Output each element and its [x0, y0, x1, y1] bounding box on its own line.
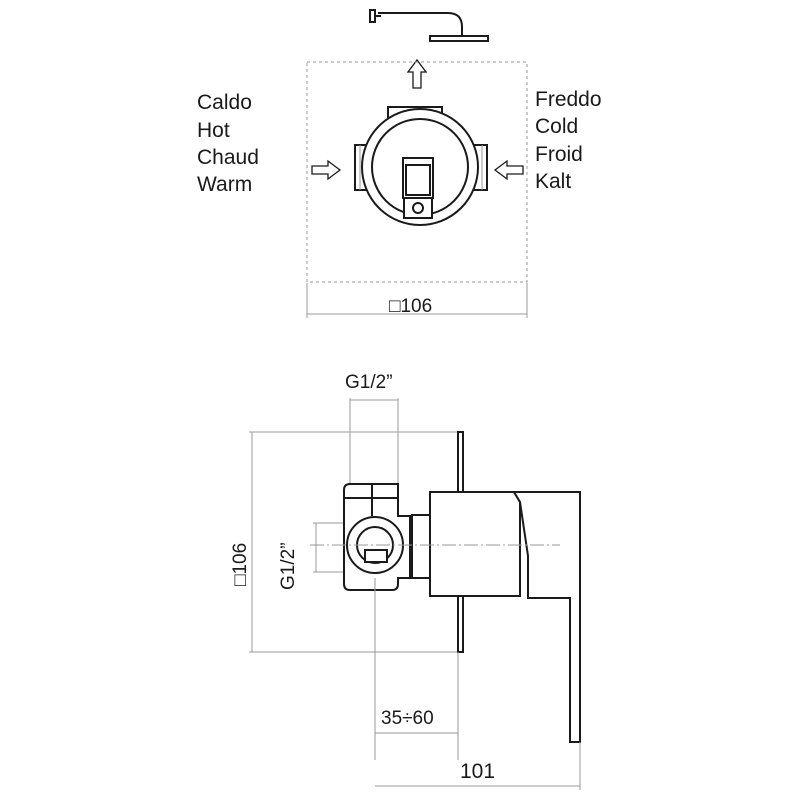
hot-inlet-labels: Caldo Hot Chaud Warm: [197, 91, 259, 196]
wall-depth-dimension: 35÷60: [374, 578, 459, 760]
cold-label-froid: Froid: [535, 143, 583, 166]
shower-arm-symbol: [369, 9, 489, 42]
thread-side-label: G1/2”: [278, 542, 299, 590]
thread-dimension-top: G1/2”: [345, 372, 399, 500]
wall-depth-label: 35÷60: [381, 708, 434, 729]
outlet-arrow-up: [406, 58, 428, 89]
plate-width-dimension: □106: [306, 283, 528, 318]
total-depth-dimension: 101: [375, 742, 581, 790]
cover-plate-outline-top: [306, 61, 528, 283]
total-depth-label: 101: [460, 760, 495, 783]
cold-label-cold: Cold: [535, 115, 578, 138]
cold-label-kalt: Kalt: [535, 170, 571, 193]
plate-square-side-label: □106: [230, 543, 251, 586]
mixer-body-side-view: [343, 431, 581, 743]
mixer-body-top-view: [354, 106, 488, 226]
hot-label-caldo: Caldo: [197, 91, 252, 114]
cold-inlet-arrow: [493, 159, 524, 181]
cold-inlet-labels: Freddo Cold Froid Kalt: [535, 88, 602, 193]
thread-top-label: G1/2”: [345, 372, 393, 393]
plate-square-top-label: □106: [389, 296, 432, 317]
hot-inlet-arrow: [311, 159, 342, 181]
hot-label-hot: Hot: [197, 119, 230, 142]
hot-label-warm: Warm: [197, 173, 252, 196]
plate-height-dimension: □106: [230, 431, 458, 653]
hot-label-chaud: Chaud: [197, 146, 259, 169]
cold-label-freddo: Freddo: [535, 88, 602, 111]
